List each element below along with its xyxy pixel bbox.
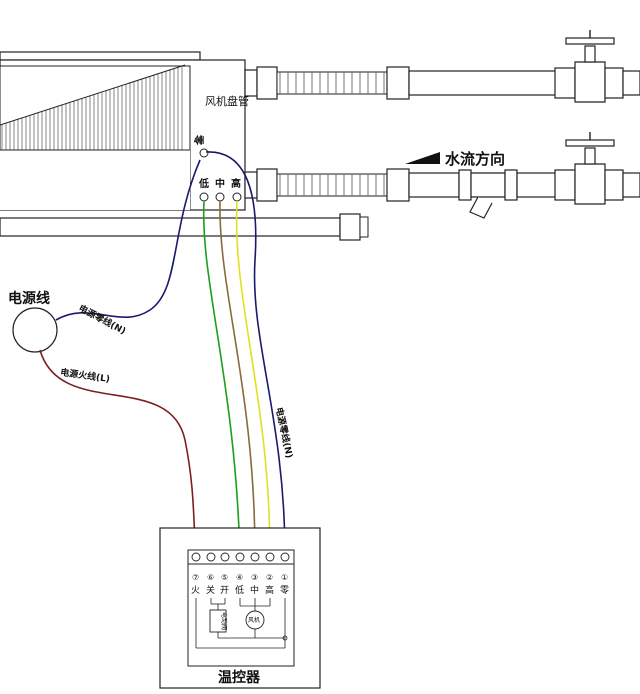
fan-coil-unit	[0, 51, 369, 241]
terminal-number-1: ①	[281, 573, 288, 582]
neutral-wire-lower	[205, 151, 286, 556]
terminal-label-mid: 中	[215, 177, 225, 190]
fan-motor-label: 风机	[248, 616, 260, 624]
terminal-number-5: ⑤	[221, 573, 228, 582]
terminal-label-close: 关	[206, 584, 215, 596]
mid-wire	[219, 200, 256, 556]
terminal-label-high: 高	[231, 177, 241, 190]
fan-motor-icon	[245, 610, 265, 630]
high-wire	[235, 200, 271, 556]
terminal-number-7: ⑦	[192, 573, 199, 582]
power-line-label: 电源线	[8, 290, 50, 307]
live-wire	[39, 349, 197, 556]
terminal-number-6: ⑥	[207, 573, 214, 582]
terminal-label-low: 低	[235, 584, 244, 596]
fan-terminal-block: 零 低 中 高	[192, 134, 242, 202]
neutral-upper-label: 电源零线(N)	[77, 302, 128, 337]
terminal-label-live: 火	[191, 585, 200, 596]
neutral-lower-label: 电源零线(N)	[273, 406, 296, 459]
thermostat-label: 温控器	[218, 669, 261, 686]
water-flow-label: 水流方向	[445, 150, 505, 168]
water-flow-arrow-icon	[405, 152, 440, 164]
lower-pipe	[244, 132, 640, 219]
electric-valve-box	[209, 609, 227, 633]
terminal-label-open: 开	[220, 585, 229, 596]
terminal-label-mid: 中	[250, 584, 259, 596]
terminal-number-2: ②	[266, 573, 273, 582]
fan-coil-label: 风机盘管	[205, 94, 249, 108]
low-wire	[202, 200, 241, 556]
thermostat-box: ⑦ ⑥ ⑤ ④ ③ ② ① 火 关 开 低 中 高 零	[159, 527, 321, 689]
terminal-number-3: ③	[251, 573, 258, 582]
terminal-label-low: 低	[198, 177, 209, 190]
terminal-label-neutral: 零	[192, 134, 205, 146]
electric-valve-label: 电动阀	[220, 612, 228, 630]
terminal-label-high: 高	[265, 584, 274, 596]
wires	[39, 151, 286, 556]
terminal-label-neutral: 零	[280, 585, 289, 596]
terminal-number-4: ④	[236, 573, 243, 582]
power-source-icon	[12, 307, 58, 353]
neutral-wire-upper	[55, 159, 201, 321]
upper-pipe	[244, 30, 640, 103]
